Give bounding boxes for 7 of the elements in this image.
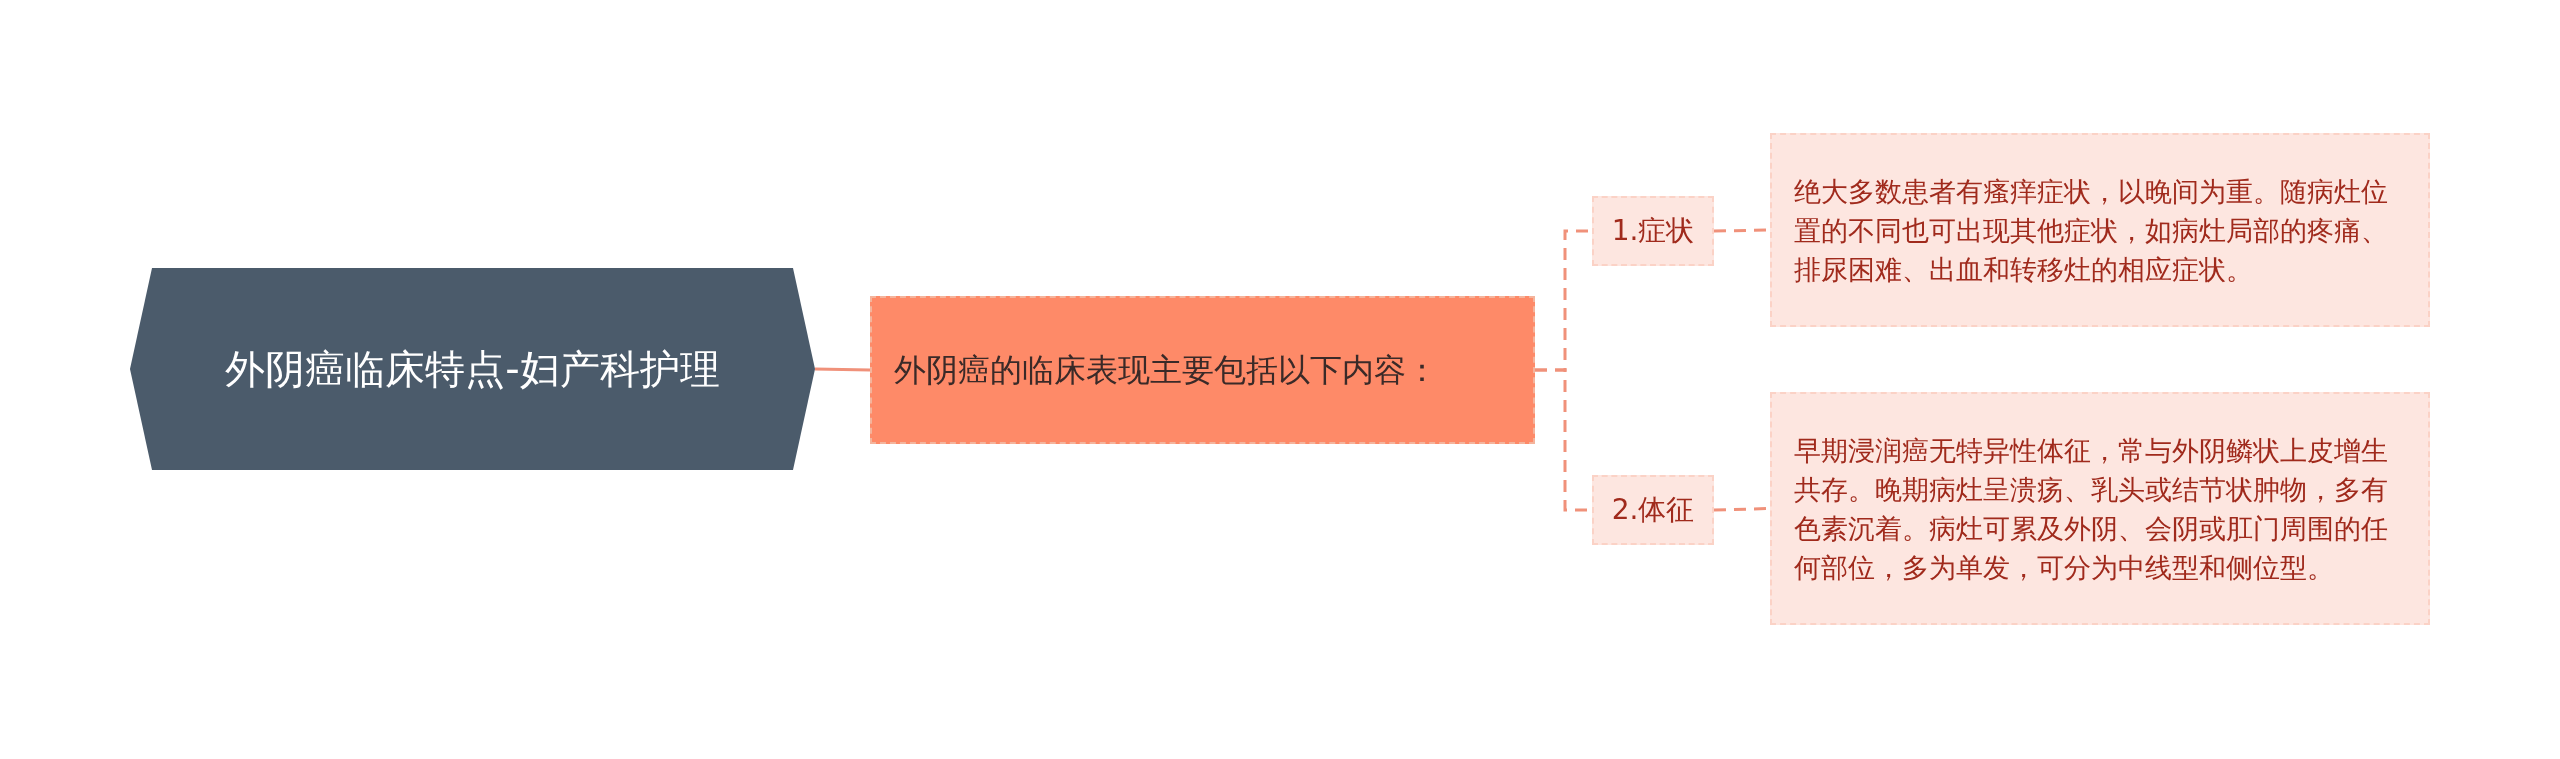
subtopic-box: 1.症状 — [1592, 196, 1714, 266]
note-box: 绝大多数患者有瘙痒症状，以晚间为重。随病灶位置的不同也可出现其他症状，如病灶局部的疼痛、排尿困难、出血和转移灶的相应症状。 — [1770, 133, 2430, 327]
note-box: 早期浸润癌无特异性体征，常与外阴鳞状上皮增生共存。晚期病灶呈溃疡、乳头或结节状肿物，多有色素沉着。病灶可累及外阴、会阴或肛门周围的任何部位，多为单发，可分为中线型和侧位型。 — [1770, 392, 2430, 625]
topic-box: 外阴癌的临床表现主要包括以下内容： — [870, 296, 1535, 444]
topic-hexagon: 外阴癌临床特点-妇产科护理 — [130, 268, 815, 470]
connector-line — [814, 367, 871, 372]
subtopic-box: 2.体征 — [1592, 475, 1714, 545]
